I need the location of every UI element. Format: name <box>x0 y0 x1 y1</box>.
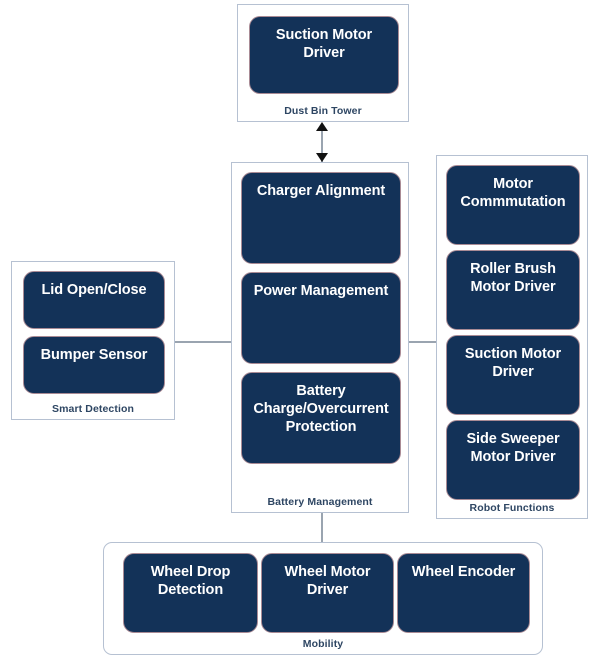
node-side-sweeper-motor-driver[interactable]: Side Sweeper Motor Driver <box>446 420 580 500</box>
node-suction-motor-driver-top[interactable]: Suction Motor Driver <box>249 16 399 94</box>
node-suction-motor-driver-right[interactable]: Suction Motor Driver <box>446 335 580 415</box>
node-roller-brush-motor-driver[interactable]: Roller Brush Motor Driver <box>446 250 580 330</box>
node-lid-open-close[interactable]: Lid Open/Close <box>23 271 165 329</box>
group-label-mobility: Mobility <box>302 638 344 650</box>
group-label-smart-detection: Smart Detection <box>51 403 135 415</box>
connector-battery-mobility <box>321 513 323 542</box>
group-dust-bin-tower: Suction Motor Driver Dust Bin Tower <box>237 4 409 122</box>
node-wheel-drop-detection[interactable]: Wheel Drop Detection <box>123 553 258 633</box>
node-battery-charge-overcurrent-protection[interactable]: Battery Charge/Overcurrent Protection <box>241 372 401 464</box>
group-mobility: Wheel Drop Detection Wheel Motor Driver … <box>103 542 543 655</box>
node-bumper-sensor[interactable]: Bumper Sensor <box>23 336 165 394</box>
group-label-battery-management: Battery Management <box>267 496 373 508</box>
connector-smartdetection-battery <box>175 341 232 343</box>
group-label-robot-functions: Robot Functions <box>469 502 555 514</box>
node-charger-alignment[interactable]: Charger Alignment <box>241 172 401 264</box>
connector-battery-robotfunctions <box>409 341 436 343</box>
node-wheel-motor-driver[interactable]: Wheel Motor Driver <box>261 553 394 633</box>
connector-dustbin-battery-arrowhead-up <box>316 122 328 131</box>
node-power-management[interactable]: Power Management <box>241 272 401 364</box>
group-label-dust-bin-tower: Dust Bin Tower <box>284 105 362 117</box>
node-motor-commutation[interactable]: Motor Commmutation <box>446 165 580 245</box>
node-wheel-encoder[interactable]: Wheel Encoder <box>397 553 530 633</box>
connector-dustbin-battery-arrowhead-down <box>316 153 328 162</box>
connector-dustbin-battery-line <box>321 126 323 162</box>
group-robot-functions: Motor Commmutation Roller Brush Motor Dr… <box>436 155 588 519</box>
group-smart-detection: Lid Open/Close Bumper Sensor Smart Detec… <box>11 261 175 420</box>
group-battery-management: Charger Alignment Power Management Batte… <box>231 162 409 513</box>
